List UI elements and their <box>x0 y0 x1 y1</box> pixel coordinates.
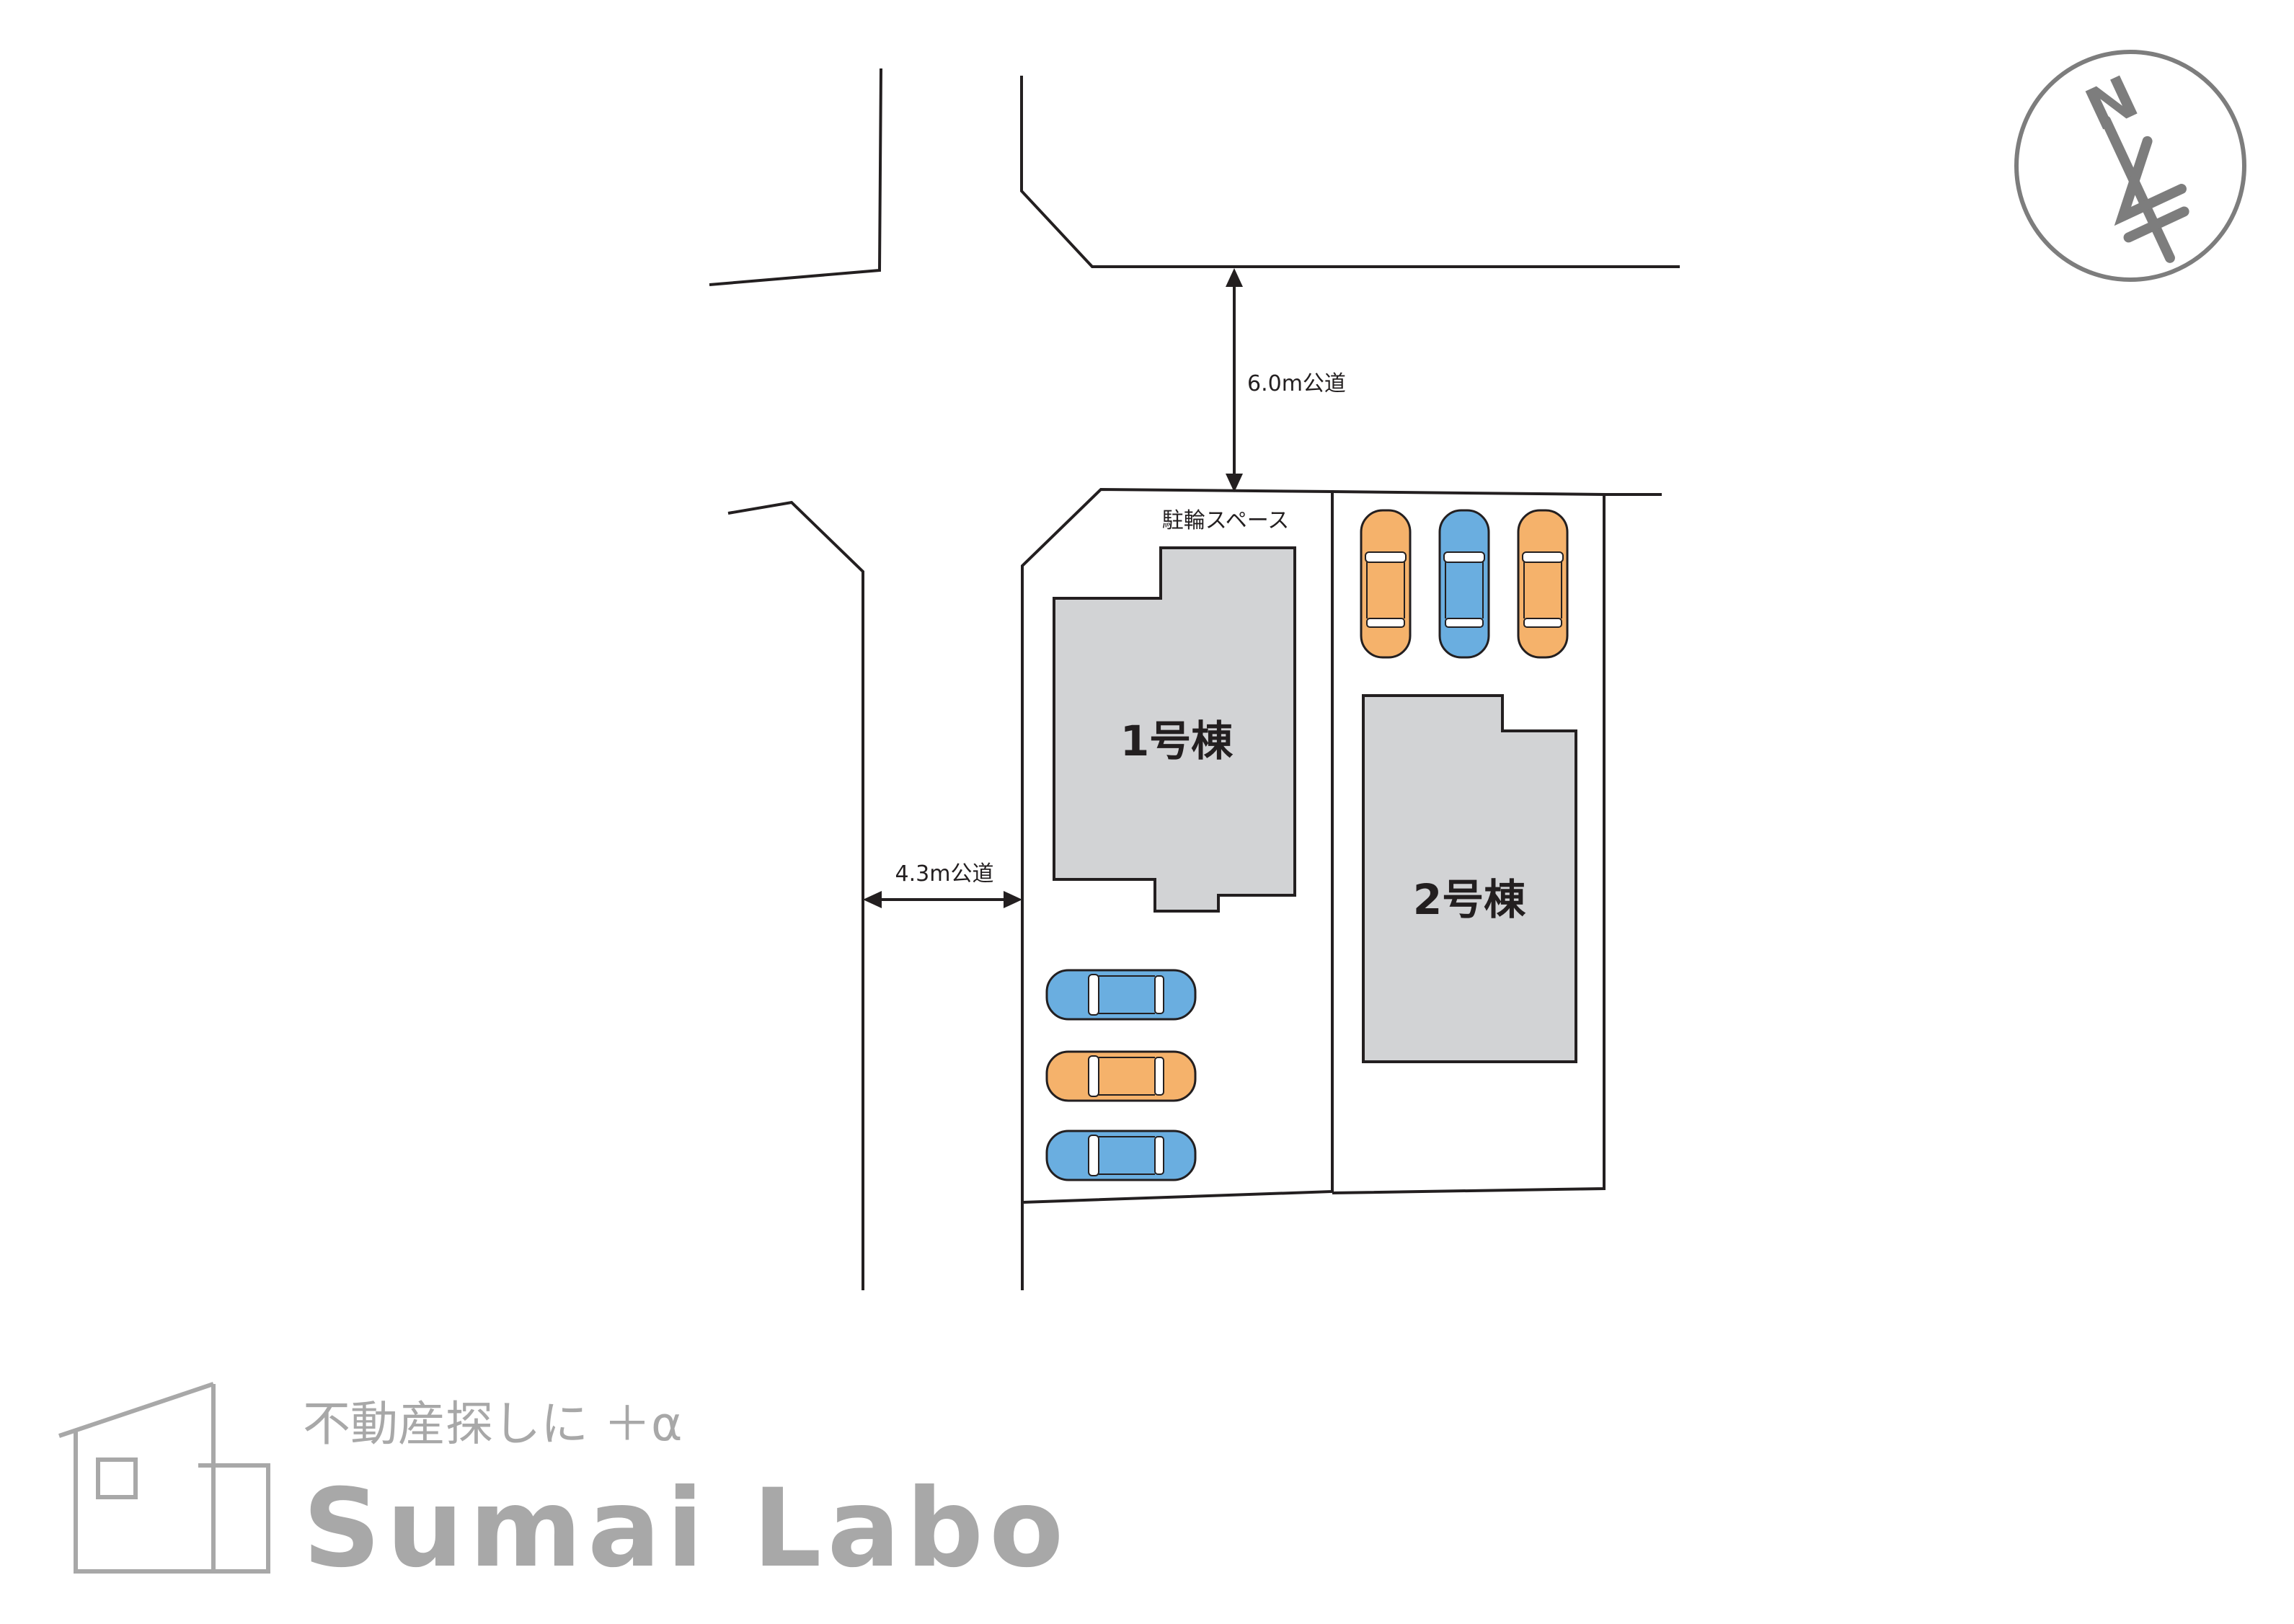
north-road-arrow-bottom <box>1226 474 1243 492</box>
parked-cars <box>1045 509 1569 1181</box>
logo-tagline: 不動産探しに ＋α <box>303 1396 683 1452</box>
car-lot1-1 <box>1045 969 1197 1021</box>
west-road-label: 4.3m公道 <box>895 861 994 887</box>
road-edge-west-outer <box>727 500 864 1290</box>
road-edges <box>709 68 1680 1290</box>
car-lot2-3 <box>1517 509 1569 659</box>
west-road-arrow-right <box>1004 891 1022 908</box>
building-1 <box>1053 546 1296 913</box>
north-compass: N <box>2014 50 2246 282</box>
north-road-label: 6.0m公道 <box>1247 371 1346 396</box>
logo-name: Sumai Labo <box>303 1466 1069 1592</box>
north-road-dimension <box>1226 268 1243 492</box>
west-road-dimension <box>863 891 1022 908</box>
building-2-label: 2号棟 <box>1413 875 1526 924</box>
car-lot1-3 <box>1045 1130 1197 1181</box>
road-edge-nw <box>709 68 882 286</box>
car-lot1-2 <box>1045 1050 1197 1102</box>
building-1-label: 1号棟 <box>1120 716 1234 766</box>
compass-north-letter: N <box>2076 63 2148 144</box>
compass-arrow-icon <box>2101 115 2189 263</box>
building-2 <box>1362 694 1577 1063</box>
lot1-boundary <box>1021 487 1334 1290</box>
house-logo-icon <box>58 1382 270 1574</box>
west-road-arrow-left <box>863 891 882 908</box>
car-lot2-1 <box>1360 509 1412 659</box>
compass-ring <box>2014 50 2246 282</box>
bicycle-space-label: 駐輪スペース <box>1162 508 1289 533</box>
car-lot2-2 <box>1438 509 1490 659</box>
sumai-labo-logo: 不動産探しに ＋α Sumai Labo <box>58 1382 1069 1592</box>
road-edge-ne <box>1020 76 1680 268</box>
north-road-arrow-top <box>1226 268 1243 287</box>
lot2-boundary <box>1332 490 1606 1194</box>
site-boundary <box>1021 487 1662 1290</box>
